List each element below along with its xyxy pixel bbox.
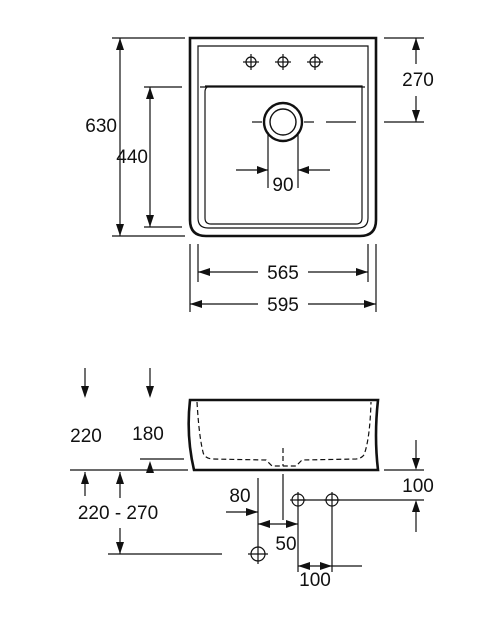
dim-total-height-label: 630 <box>85 116 117 137</box>
drain-icon <box>252 101 356 143</box>
pipe-connection-icon <box>290 492 306 508</box>
dim-drain-width-label: 90 <box>272 175 293 196</box>
tap-hole-icon <box>275 54 291 70</box>
dim-inner-width-label: 565 <box>267 263 299 284</box>
dim-basin-depth-label: 440 <box>116 147 148 168</box>
sink-inner-rim <box>197 45 369 229</box>
dim-height-total-label: 220 <box>70 426 102 447</box>
dim-pipe-spacing-label: 100 <box>299 570 331 591</box>
dim-pipe-offset-label: 50 <box>275 534 296 555</box>
side-view: 220 180 220 - 270 100 <box>70 368 434 591</box>
basin-side-hidden-line <box>196 401 372 467</box>
tap-hole-icon <box>243 54 259 70</box>
basin-outline <box>204 85 363 225</box>
dim-height-inner-label: 180 <box>132 424 164 445</box>
dim-outer-width-label: 595 <box>267 295 299 316</box>
dim-tap-zone-label: 270 <box>402 70 434 91</box>
pipe-connection-icon <box>324 492 340 508</box>
dim-mount-range-label: 220 - 270 <box>78 503 158 524</box>
dim-drain-offset-label: 80 <box>229 486 250 507</box>
tap-hole-icon <box>307 54 323 70</box>
siphon-outlet-icon <box>248 544 268 564</box>
dim-drain-depth-label: 100 <box>402 476 434 497</box>
sink-outer-outline <box>188 36 378 238</box>
top-view: 90 630 440 270 565 <box>85 36 434 316</box>
sink-side-outline <box>187 398 380 472</box>
